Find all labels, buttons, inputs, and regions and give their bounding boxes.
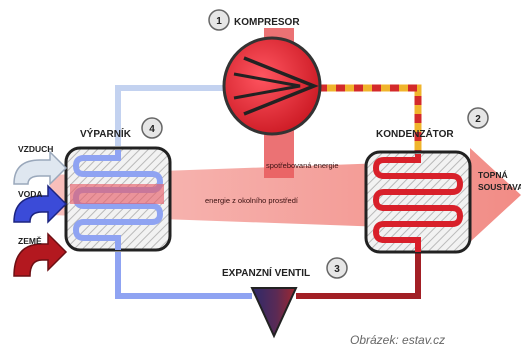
evaporator bbox=[64, 146, 172, 252]
svg-text:1: 1 bbox=[216, 16, 222, 27]
badge-expansion-valve: 3 bbox=[326, 257, 348, 279]
pipe-condenser-valve bbox=[296, 252, 421, 299]
condenser-label: KONDENZÁTOR bbox=[376, 127, 454, 140]
heating-system-label: TOPNÁ SOUSTAVA bbox=[478, 170, 521, 192]
svg-text:4: 4 bbox=[149, 124, 155, 135]
expansion-valve-label: EXPANZNÍ VENTIL bbox=[222, 266, 310, 279]
evaporator-label: VÝPARNÍK bbox=[80, 127, 132, 140]
hot-pipe-compressor-condenser bbox=[318, 84, 422, 152]
water-arrow bbox=[13, 184, 68, 224]
expansion-valve bbox=[250, 287, 298, 339]
condenser bbox=[364, 150, 472, 254]
compressor-label: KOMPRESOR bbox=[234, 17, 300, 28]
image-credit: Obrázek: estav.cz bbox=[350, 333, 445, 347]
pipe-valve-evaporator bbox=[115, 252, 252, 299]
badge-condenser: 2 bbox=[467, 107, 489, 129]
air-label: VZDUCH bbox=[18, 144, 53, 154]
earth-arrow bbox=[13, 232, 68, 277]
badge-evaporator: 4 bbox=[141, 117, 163, 139]
ambient-energy-label: energie z okolního prostředí bbox=[205, 196, 299, 205]
compressor bbox=[222, 36, 322, 136]
cold-pipe-evaporator-compressor bbox=[115, 85, 226, 146]
badge-compressor: 1 bbox=[208, 9, 230, 31]
svg-text:3: 3 bbox=[334, 264, 340, 275]
hot-pipe-dash bbox=[318, 84, 422, 152]
water-label: VODA bbox=[18, 189, 43, 199]
svg-text:2: 2 bbox=[475, 114, 481, 125]
air-arrow bbox=[13, 150, 68, 186]
consumed-energy-label: spotřebovaná energie bbox=[266, 161, 339, 170]
earth-label: ZEMĚ bbox=[18, 235, 42, 246]
